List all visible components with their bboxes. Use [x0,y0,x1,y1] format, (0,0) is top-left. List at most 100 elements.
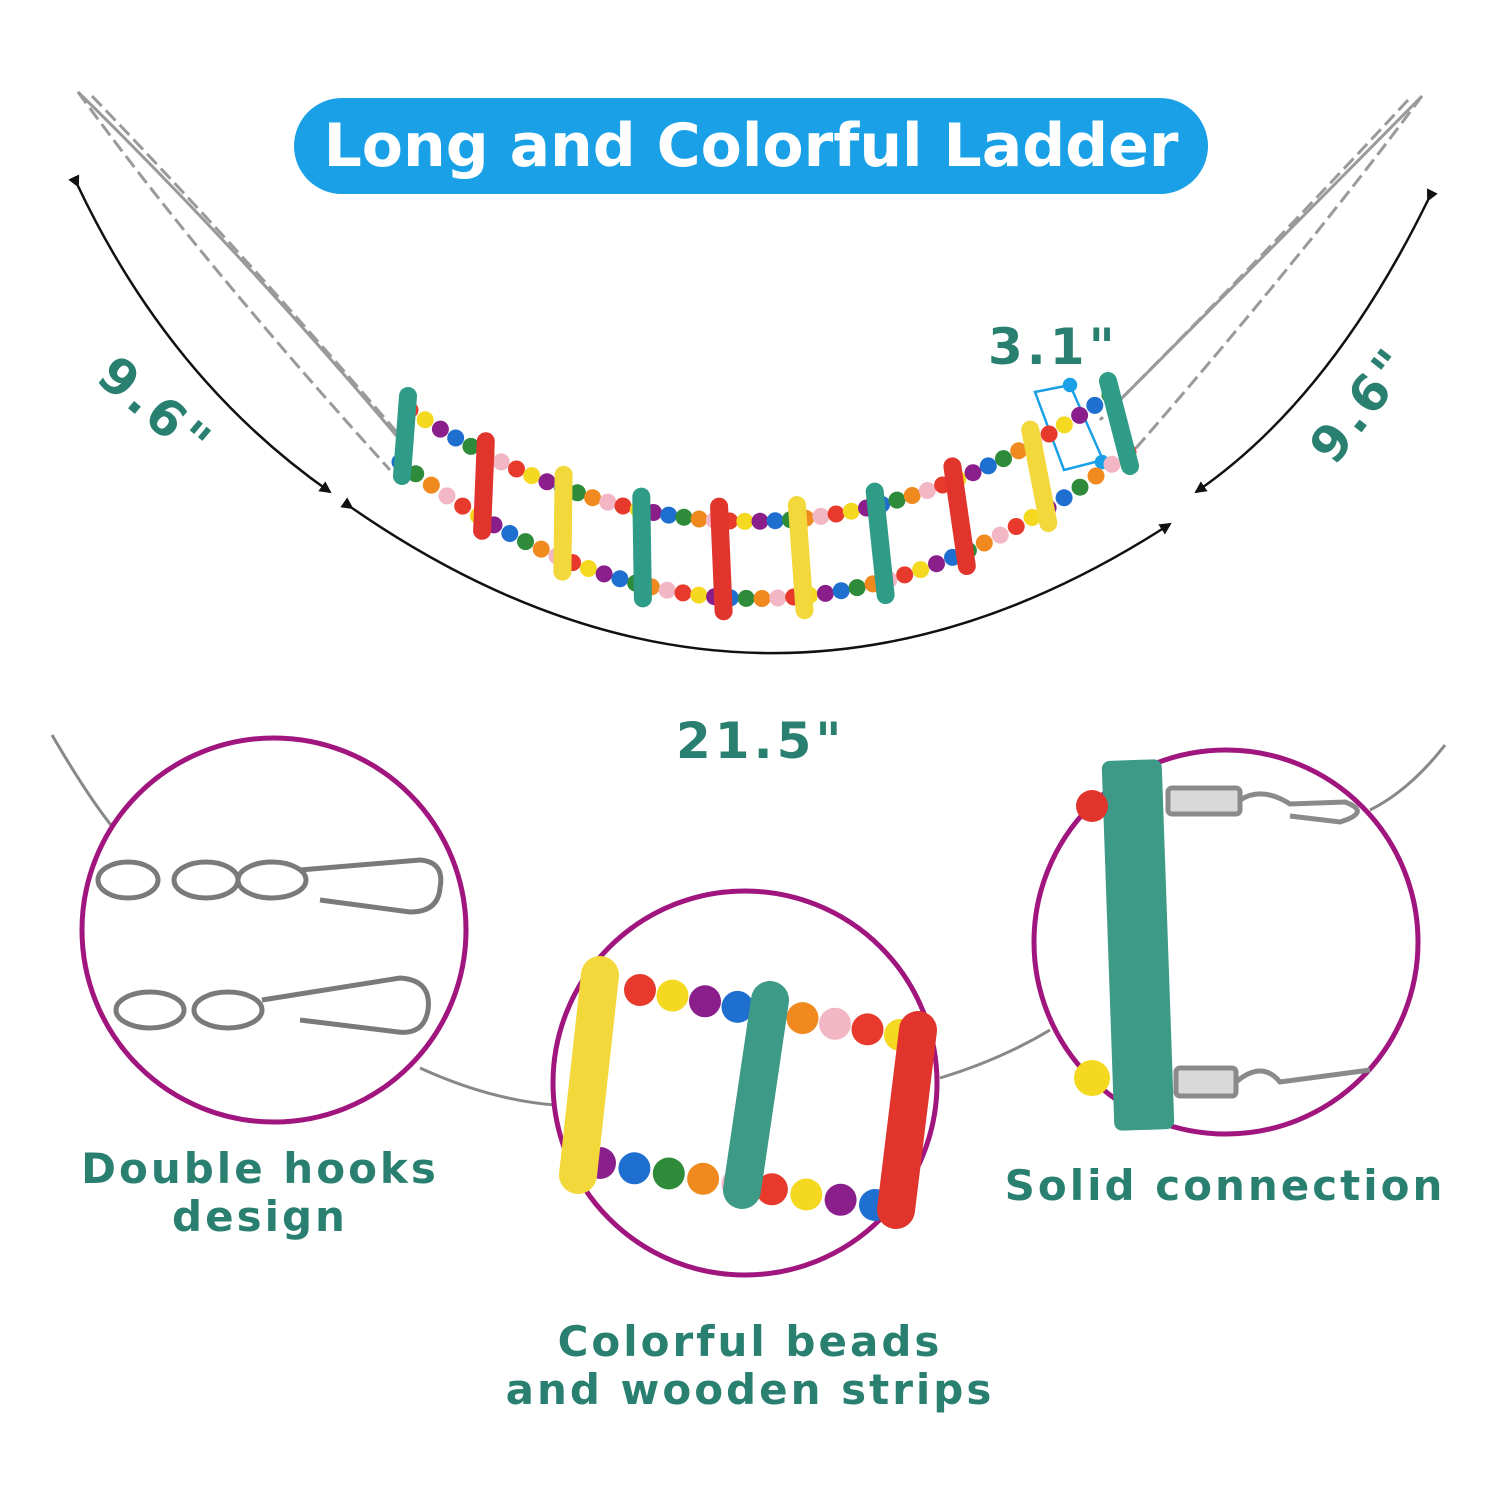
callout-beads [550,888,940,1278]
bead [832,582,850,600]
ladder-rung [865,482,895,605]
bead [1010,442,1028,460]
bead [824,1183,857,1216]
wooden-strip [723,981,789,1209]
bead [786,1002,819,1035]
bead [896,566,914,584]
connector-clip-icon [1165,785,1371,1099]
callout-hooks [79,735,469,1125]
bead [658,581,676,599]
bead [975,534,993,552]
bead [736,512,754,530]
bead [721,990,754,1023]
bead [903,487,921,504]
bead [454,497,472,515]
bead [501,525,519,542]
caption-line: Solid connection [1004,1161,1446,1210]
bead [675,508,693,526]
bead [656,979,689,1012]
bead [614,497,632,515]
bead [674,584,692,602]
bead [918,482,936,499]
ladder-rung [1099,372,1139,475]
caption-solid-connection: Solid connection [995,1162,1455,1210]
bead [690,510,708,528]
ladder-rung [632,487,652,608]
rung-spacing-label: 3.1" [988,318,1119,376]
bead [928,555,945,573]
caption-line: design [172,1192,348,1241]
dimension-arrow-right [1194,188,1438,494]
bead [652,1157,685,1190]
bead [517,533,534,551]
caption-line: Colorful beads [557,1317,943,1366]
bead [827,505,845,523]
dimension-arrow-bottom [340,497,1172,655]
bead [888,491,906,509]
callout-connection [1031,747,1421,1137]
rung-spacing-bracket [1033,377,1110,472]
bead [584,489,602,507]
bead [737,589,755,607]
bead [995,450,1012,468]
bead [766,512,784,530]
ladder-rung [1021,420,1058,532]
caption-line: Double hooks [81,1144,439,1193]
wooden-strip [877,1011,937,1229]
bead [618,1152,651,1185]
bead [755,1173,788,1206]
caption-line: and wooden strips [505,1365,995,1414]
bead [851,1013,884,1046]
bead [819,1007,851,1040]
bead [1023,509,1041,526]
title-banner: Long and Colorful Ladder [294,98,1208,194]
connector-line-mid-left [419,1066,556,1107]
ladder-rung [393,387,417,485]
bead [1086,396,1104,414]
bead [979,457,997,475]
bead [790,1178,823,1211]
bead [1055,489,1073,507]
chain-hook-icon [95,857,444,1035]
bead [1071,478,1089,496]
ladder-rung [943,457,976,575]
connector-line-left [50,734,117,831]
bead [599,493,617,511]
bead [751,512,769,530]
bead [508,460,525,478]
ladder [391,372,1139,621]
total-length-label: 21.5" [676,712,846,770]
bead [431,420,449,438]
ladder-rung [473,432,495,540]
bead [532,540,550,558]
bead [816,584,834,602]
bead [660,506,678,524]
bead [579,560,597,577]
bead [1055,416,1073,434]
ladder-rung [787,496,814,620]
bead [1007,518,1025,535]
bead [753,590,771,607]
bead [624,974,656,1006]
connector-line-right [1369,744,1447,812]
caption-colorful-beads: Colorful beads and wooden strips [490,1318,1010,1414]
bead [523,467,541,485]
caption-double-hooks: Double hooks design [60,1145,460,1241]
bead [438,487,456,505]
bead [416,411,434,429]
bead [964,464,982,482]
bead [447,429,465,447]
bead [991,526,1009,544]
bead [568,484,586,502]
wooden-strip [559,956,619,1194]
bead [687,1162,720,1195]
bead [848,579,866,597]
ladder-rung [710,497,733,621]
bead [769,589,787,607]
bead [842,502,860,520]
connector-line-mid-right [939,1028,1051,1080]
bead [611,570,629,588]
bead [462,437,480,455]
bead [689,985,721,1018]
